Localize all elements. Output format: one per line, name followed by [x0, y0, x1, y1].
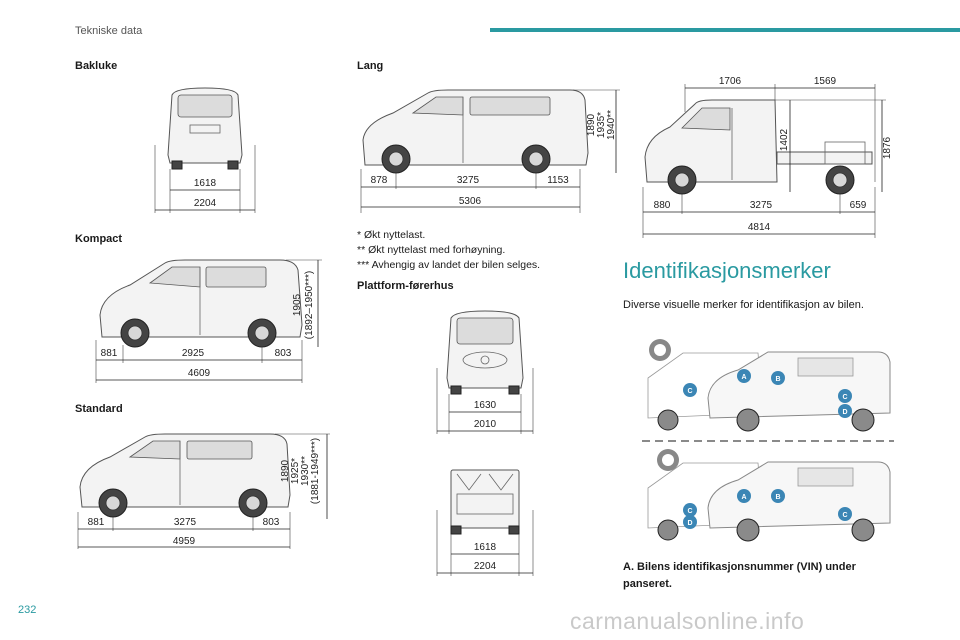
badge-c-bottom-right: C	[842, 512, 847, 519]
dim-standard-height-range: (1881-1949***)	[310, 438, 321, 504]
badge-a-bottom: A	[741, 494, 746, 501]
dim-bakluke-1618: 1618	[194, 178, 217, 189]
caption-vin: A. Bilens identifikasjonsnummer (VIN) un…	[623, 561, 856, 590]
illustration-id-markers: A B C C D A B C D	[638, 338, 898, 553]
badge-d-bottom: D	[687, 520, 692, 527]
dim-lang-5306: 5306	[459, 196, 482, 207]
label-bakluke: Bakluke	[75, 60, 118, 72]
drawing-standard: 881 3275 803 4959 1890 1925* 1930** (188…	[75, 427, 335, 552]
dim-chassis-1569: 1569	[814, 76, 837, 87]
badge-a-top: A	[741, 374, 746, 381]
dim-chassis-1706: 1706	[719, 76, 742, 87]
dim-chassis-4814: 4814	[748, 222, 771, 233]
id-illustration-top: A B C C D	[647, 339, 891, 432]
dim-plattform-1630: 1630	[474, 400, 497, 411]
dim-kompact-881: 881	[101, 348, 118, 359]
dim-bakluke-2204: 2204	[194, 198, 217, 209]
dim-plattform-2010: 2010	[474, 419, 497, 430]
drawing-lang: 878 3275 1153 5306 1890 1935* 1940**	[358, 85, 623, 215]
dim-standard-1925: 1925*	[290, 458, 301, 484]
dim-lang-1935: 1935*	[596, 112, 607, 138]
identification-intro: Diverse visuelle merker for identifikasj…	[623, 299, 864, 311]
dim-kompact-2925: 2925	[182, 348, 205, 359]
page-number: 232	[18, 604, 37, 616]
dim-plattform-2204: 2204	[474, 561, 497, 572]
badge-c-bottom-left: C	[687, 508, 692, 515]
badge-b-top: B	[775, 376, 780, 383]
drawing-plattform-front: 1630 2010	[433, 308, 538, 438]
dim-standard-1930: 1930**	[300, 456, 311, 486]
dim-standard-3275: 3275	[174, 517, 197, 528]
label-kompact: Kompact	[75, 233, 123, 245]
badge-c-top-left: C	[687, 388, 692, 395]
dim-kompact-4609: 4609	[188, 368, 211, 379]
drawing-chassis-cab: 1706 1569 1402 1876 880 3275 659 4814	[640, 72, 893, 240]
dim-chassis-1402: 1402	[779, 128, 790, 151]
badge-b-bottom: B	[775, 494, 780, 501]
dim-standard-4959: 4959	[173, 536, 196, 547]
footnote-3: *** Avhengig av landet der bilen selges.	[357, 259, 541, 271]
dim-standard-1890: 1890	[280, 459, 291, 482]
dim-plattform-1618: 1618	[474, 542, 497, 553]
footnote-1: * Økt nyttelast.	[357, 229, 426, 241]
drawing-plattform-rear: 1618 2204	[433, 450, 538, 580]
drawing-bakluke: 1618 2204	[150, 85, 260, 217]
dim-lang-3275: 3275	[457, 175, 480, 186]
chapter-header: Tekniske data	[75, 25, 143, 37]
badge-d-top: D	[842, 409, 847, 416]
footnotes: * Økt nyttelast. ** Økt nyttelast med fo…	[357, 228, 540, 273]
dim-lang-878: 878	[371, 175, 388, 186]
drawing-kompact: 881 2925 803 4609 1905 (1892–1950***)	[90, 255, 335, 385]
label-lang: Lang	[357, 60, 384, 72]
dim-chassis-659: 659	[850, 200, 867, 211]
dim-lang-1940: 1940**	[606, 110, 617, 140]
watermark: carmanualsonline.info	[570, 608, 805, 634]
dim-standard-881: 881	[88, 517, 105, 528]
dim-lang-1153: 1153	[547, 175, 569, 186]
dim-chassis-3275: 3275	[750, 200, 773, 211]
footnote-2: ** Økt nyttelast med forhøyning.	[357, 244, 506, 256]
dim-chassis-1876: 1876	[882, 136, 893, 159]
dim-kompact-height-range: (1892–1950***)	[304, 271, 315, 339]
badge-c-top-right: C	[842, 394, 847, 401]
label-standard: Standard	[75, 403, 123, 415]
dim-kompact-803: 803	[275, 348, 292, 359]
dim-lang-1890: 1890	[586, 113, 597, 136]
dim-chassis-880: 880	[654, 200, 671, 211]
label-plattform: Plattform-førerhus	[357, 280, 454, 292]
id-illustration-bottom: A B C D C	[647, 449, 891, 542]
dim-kompact-1905: 1905	[292, 293, 303, 316]
dim-standard-803: 803	[263, 517, 280, 528]
section-title-identification: Identifikasjonsmerker	[623, 258, 831, 283]
header-accent-bar	[490, 28, 960, 32]
